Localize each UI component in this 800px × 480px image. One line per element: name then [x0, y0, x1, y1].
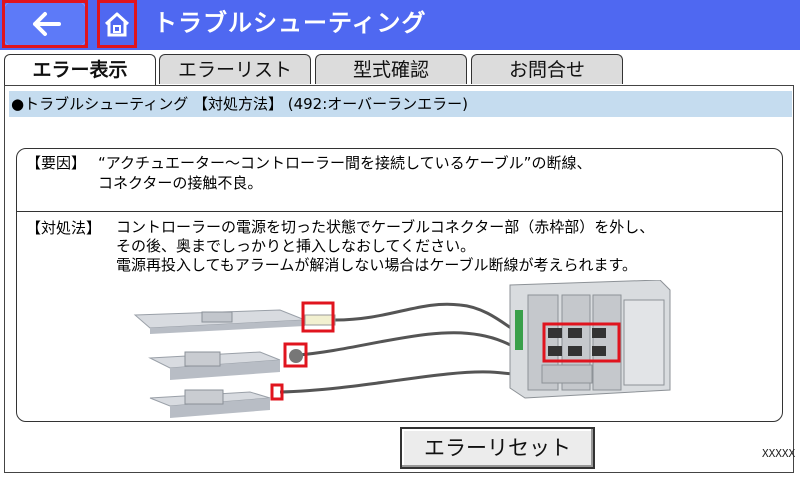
actuator-3	[149, 389, 271, 418]
arrow-left-icon	[33, 12, 61, 36]
home-button[interactable]	[99, 2, 135, 46]
connector-highlight-controller	[542, 322, 621, 363]
screen-code: XXXXX	[762, 447, 796, 460]
connector-highlight-1	[301, 301, 335, 333]
connector-highlight-2	[283, 342, 308, 368]
cable-connection-illustration	[133, 280, 671, 418]
remedy-label: 【対処法】	[26, 219, 102, 237]
info-box	[16, 148, 783, 422]
error-reset-button[interactable]: エラーリセット	[400, 427, 595, 469]
tab-inquiry[interactable]: お問合せ	[471, 54, 623, 84]
remedy-text: コントローラーの電源を切った状態でケーブルコネクター部（赤枠部）を外し、 その後…	[116, 218, 655, 274]
content-panel	[4, 85, 794, 473]
tab-error-display[interactable]: エラー表示	[4, 54, 156, 86]
actuator-1	[133, 309, 336, 334]
tab-model-check[interactable]: 型式確認	[315, 54, 467, 84]
tab-error-list[interactable]: エラーリスト	[159, 54, 311, 84]
home-icon	[104, 12, 130, 37]
connector-highlight-3	[270, 383, 284, 401]
back-button[interactable]	[3, 1, 87, 47]
actuator-2	[148, 349, 303, 380]
cause-label: 【要因】	[26, 154, 87, 172]
cause-text: “アクチュエーター～コントローラー間を接続しているケーブル”の断線、 コネクター…	[98, 154, 592, 192]
breadcrumb: ●トラブルシューティング 【対処方法】 (492:オーバーランエラー)	[9, 91, 792, 117]
page-title: トラブルシューティング	[153, 9, 427, 37]
divider	[16, 211, 783, 212]
controller	[509, 280, 671, 399]
title-bar: トラブルシューティング	[0, 0, 800, 50]
